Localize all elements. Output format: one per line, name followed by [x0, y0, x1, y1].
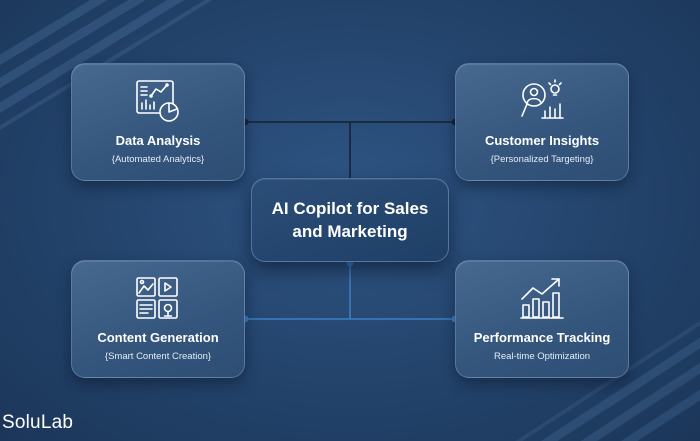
top-connector	[245, 121, 455, 178]
card-title: Performance Tracking	[473, 330, 611, 345]
card-performance-tracking: Performance Tracking Real-time Optimizat…	[455, 260, 629, 378]
analytics-dashboard-icon	[136, 80, 179, 122]
card-subtitle: {Personalized Targeting}	[490, 154, 594, 165]
card-subtitle: {Smart Content Creation}	[104, 351, 212, 362]
card-title: Data Analysis	[115, 133, 201, 148]
card-title: Customer Insights	[484, 133, 600, 148]
customer-search-icon	[521, 79, 564, 119]
content-media-icon	[136, 277, 178, 319]
center-title-line-2: and Marketing	[292, 222, 408, 241]
bottom-connector	[245, 263, 455, 320]
card-subtitle: Real-time Optimization	[493, 351, 591, 362]
brand-logo-text: SoluLab	[2, 412, 74, 433]
card-content-generation: Content Generation {Smart Content Creati…	[71, 260, 245, 378]
center-title-line-1: AI Copilot for Sales	[271, 199, 429, 218]
card-subtitle: {Automated Analytics}	[111, 154, 205, 165]
center-hub: AI Copilot for Sales and Marketing	[251, 178, 449, 262]
card-customer-insights: Customer Insights {Personalized Targetin…	[455, 63, 629, 181]
growth-chart-icon	[520, 278, 564, 319]
card-data-analysis: Data Analysis {Automated Analytics}	[71, 63, 245, 181]
card-title: Content Generation	[97, 330, 219, 345]
